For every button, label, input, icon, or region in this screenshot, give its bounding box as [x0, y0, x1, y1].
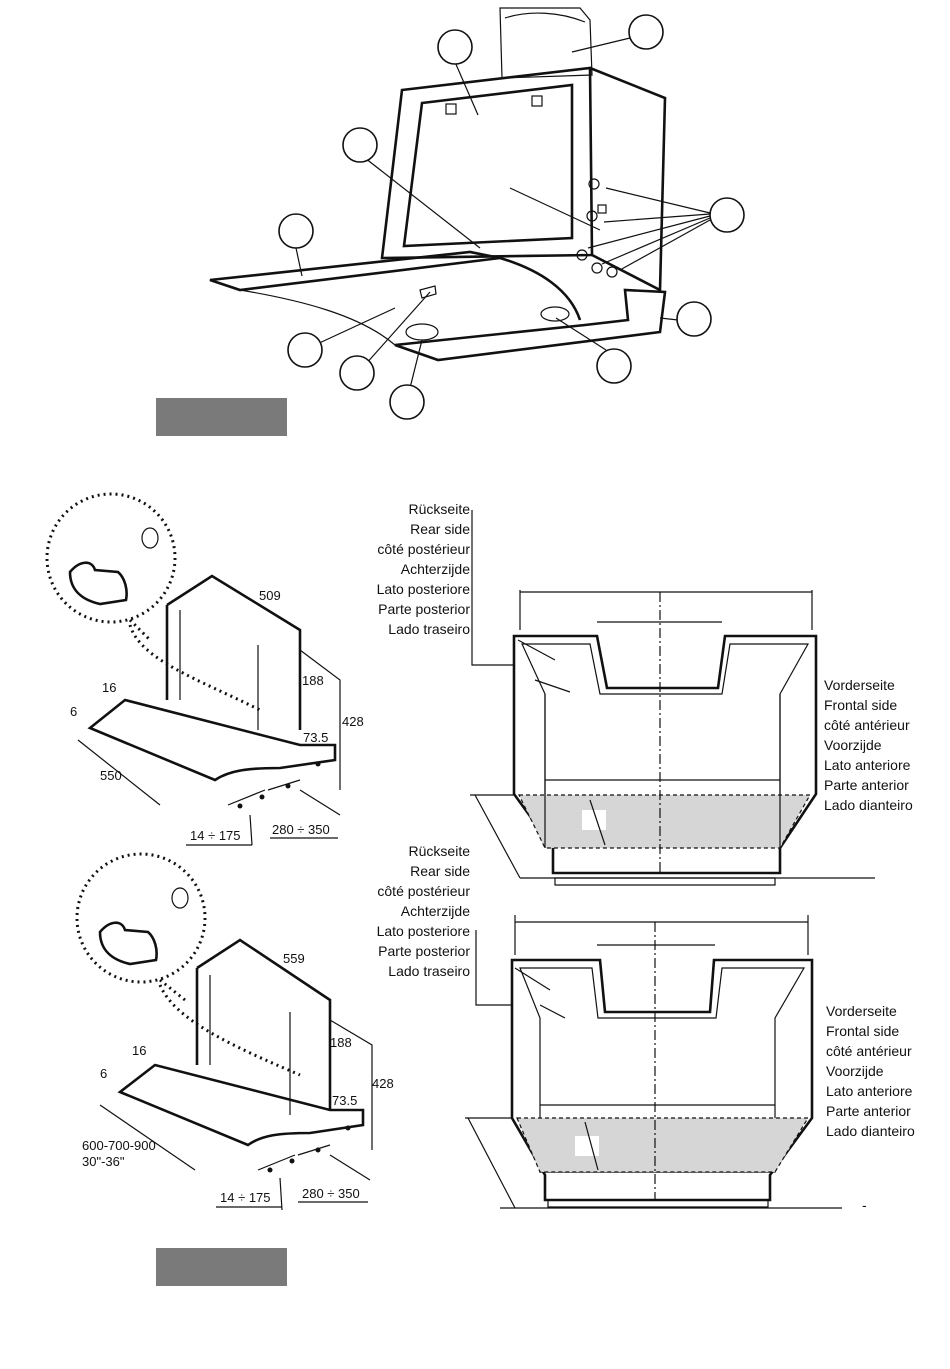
duct-collar — [499, 7, 593, 79]
dim-16-a: 16 — [102, 680, 116, 695]
front-label-a-nl: Voorzijde — [824, 737, 882, 753]
back-panel-window — [402, 83, 574, 248]
top-view-b — [465, 915, 842, 1209]
dim-width-line2: 30"-36" — [82, 1154, 125, 1169]
rear-label-a-pt: Lado traseiro — [388, 621, 470, 637]
rear-label-a-en: Rear side — [410, 521, 470, 537]
rear-label-a-nl: Achterzijde — [401, 561, 470, 577]
hood-exploded-view — [209, 7, 745, 420]
callout-9 — [596, 348, 632, 384]
front-label-b-fr: côté antérieur — [826, 1043, 912, 1059]
front-label-a-fr: côté antérieur — [824, 717, 910, 733]
control-switch — [419, 285, 437, 299]
front-label-b-nl: Voorzijde — [826, 1063, 884, 1079]
bracket-right — [531, 95, 543, 107]
rear-label-b-nl: Achterzijde — [401, 903, 470, 919]
dim-range-14-175-a: 14 ÷ 175 — [190, 828, 241, 843]
front-label-b-es: Parte anterior — [826, 1103, 911, 1119]
lower-body — [394, 288, 667, 362]
bracket-detail-a — [68, 561, 128, 606]
callout-2 — [628, 14, 664, 50]
bracket-detail-b — [98, 921, 158, 966]
rear-label-a-fr: côté postérieur — [377, 541, 470, 557]
rear-label-a-de: Rückseite — [409, 501, 471, 517]
dim-550: 550 — [100, 768, 122, 783]
rear-label-a-es: Parte posterior — [378, 601, 470, 617]
shaded-area-b — [517, 1118, 808, 1172]
front-label-a-de: Vorderseite — [824, 677, 895, 693]
outline-b — [510, 958, 814, 1202]
dim-16-b: 16 — [132, 1043, 146, 1058]
callout-5 — [278, 213, 314, 249]
dim-range-14-175-b: 14 ÷ 175 — [220, 1190, 271, 1205]
dimension-figure-b: 559 188 428 16 6 73.5 600-700-900 30"-36… — [75, 852, 394, 1211]
rear-label-b-it: Lato posteriore — [377, 923, 471, 939]
figure-label-bar-1 — [156, 398, 287, 436]
duct-rim — [504, 12, 586, 23]
detail-circle-b — [75, 852, 207, 984]
back-panel-b — [196, 938, 332, 1110]
callout-7 — [287, 332, 323, 368]
rear-label-b-de: Rückseite — [409, 843, 471, 859]
dim-6-b: 6 — [100, 1066, 107, 1081]
callout-10 — [389, 384, 425, 420]
rear-label-b-pt: Lado traseiro — [388, 963, 470, 979]
dim-width-line1: 600-700-900 — [82, 1138, 156, 1153]
rear-labels-a: Rückseite Rear side côté postérieur Acht… — [377, 501, 471, 637]
front-label-a-it: Lato anteriore — [824, 757, 911, 773]
bracket-left — [445, 103, 457, 115]
dim-188-b: 188 — [330, 1035, 352, 1050]
callout-1 — [437, 29, 473, 65]
callout-4 — [709, 197, 745, 233]
front-label-a-en: Frontal side — [824, 697, 897, 713]
front-label-a-pt: Lado dianteiro — [824, 797, 913, 813]
rear-label-b-es: Parte posterior — [378, 943, 470, 959]
rear-label-a-it: Lato posteriore — [377, 581, 471, 597]
front-label-b-de: Vorderseite — [826, 1003, 897, 1019]
stray-dash-mark: - — [862, 1197, 867, 1213]
dim-428-a: 428 — [342, 714, 364, 729]
figure-label-bar-2 — [156, 1248, 287, 1286]
rear-label-leader-b — [475, 930, 512, 1006]
detail-circle-a — [45, 492, 177, 624]
front-label-b-it: Lato anteriore — [826, 1083, 913, 1099]
callout-6 — [676, 301, 712, 337]
rear-label-b-en: Rear side — [410, 863, 470, 879]
dim-range-280-350-b: 280 ÷ 350 — [302, 1186, 360, 1201]
rear-labels-b: Rückseite Rear side côté postérieur Acht… — [377, 843, 471, 979]
rear-label-b-fr: côté postérieur — [377, 883, 470, 899]
rear-label-leader-a — [471, 510, 514, 666]
front-labels-b: Vorderseite Frontal side côté antérieur … — [826, 1003, 915, 1139]
dim-range-280-350-a: 280 ÷ 350 — [272, 822, 330, 837]
dim-559: 559 — [283, 951, 305, 966]
callout-3 — [342, 127, 378, 163]
shaded-area-a — [519, 795, 810, 848]
dim-73-5-b: 73.5 — [332, 1093, 357, 1108]
dim-188-a: 188 — [302, 673, 324, 688]
front-label-a-es: Parte anterior — [824, 777, 909, 793]
front-labels-a: Vorderseite Frontal side côté antérieur … — [824, 677, 913, 813]
dim-6-a: 6 — [70, 704, 77, 719]
canopy-a — [87, 698, 337, 782]
motor-box-side — [589, 66, 667, 293]
dim-509: 509 — [259, 588, 281, 603]
canopy-b — [117, 1063, 365, 1147]
front-label-b-pt: Lado dianteiro — [826, 1123, 915, 1139]
top-view-a — [470, 590, 875, 886]
dim-73-5-a: 73.5 — [303, 730, 328, 745]
callout-8 — [339, 355, 375, 391]
dim-428-b: 428 — [372, 1076, 394, 1091]
front-label-b-en: Frontal side — [826, 1023, 899, 1039]
dimension-figure-a: 509 188 428 16 6 73.5 550 14 ÷ 175 280 ÷… — [45, 492, 364, 846]
